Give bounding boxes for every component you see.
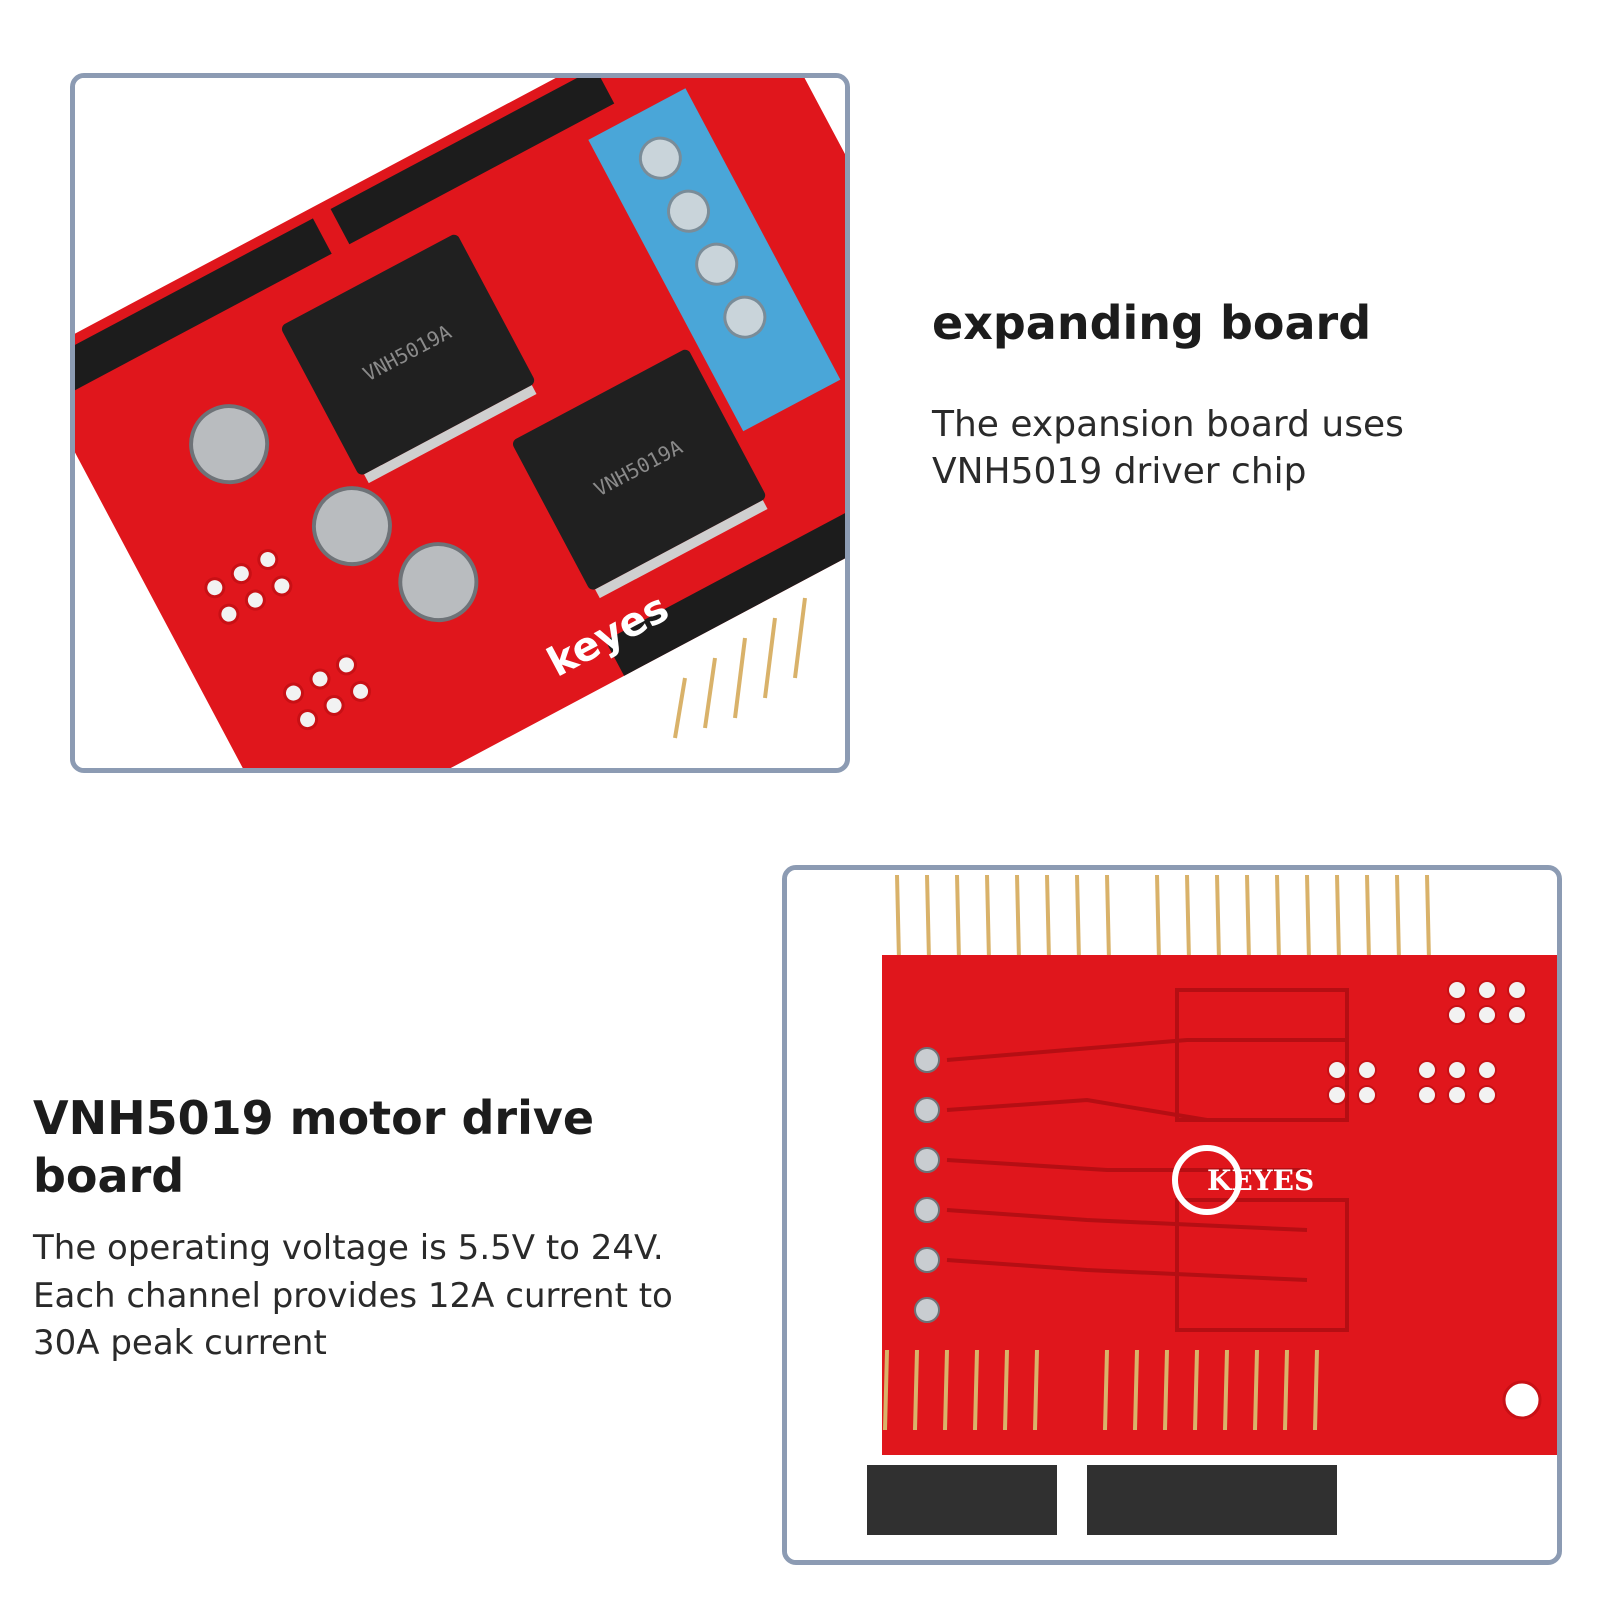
pcb-board [75,78,845,768]
vnh5019-chip-2 [512,349,766,590]
brand-logo-text: KEYES [1207,1164,1314,1197]
pin-header-back [867,1465,1057,1535]
vnh5019-chip-1 [281,234,535,475]
pin-header [75,218,332,395]
front-board-illustration: VNH5019A VNH5019A [75,78,845,768]
front-board-photo: VNH5019A VNH5019A [70,73,850,773]
pcb-board-back [882,955,1557,1455]
capacitor [189,404,270,485]
section-2-description: The operating voltage is 5.5V to 24V. Ea… [33,1228,673,1364]
pin-header-back [1087,1465,1337,1535]
gear-icon [1172,1145,1242,1215]
capacitor [398,542,479,623]
capacitor [311,486,392,567]
section-2-title: VNH5019 motor drive board [33,1091,595,1203]
pin-header [330,78,615,245]
pin-header [605,471,845,676]
back-board-illustration: KEYES [787,870,1557,1560]
section-1-title: expanding board [932,296,1372,350]
back-board-photo: KEYES [782,865,1562,1565]
section-1-description: The expansion board uses VNH5019 driver … [932,404,1404,492]
